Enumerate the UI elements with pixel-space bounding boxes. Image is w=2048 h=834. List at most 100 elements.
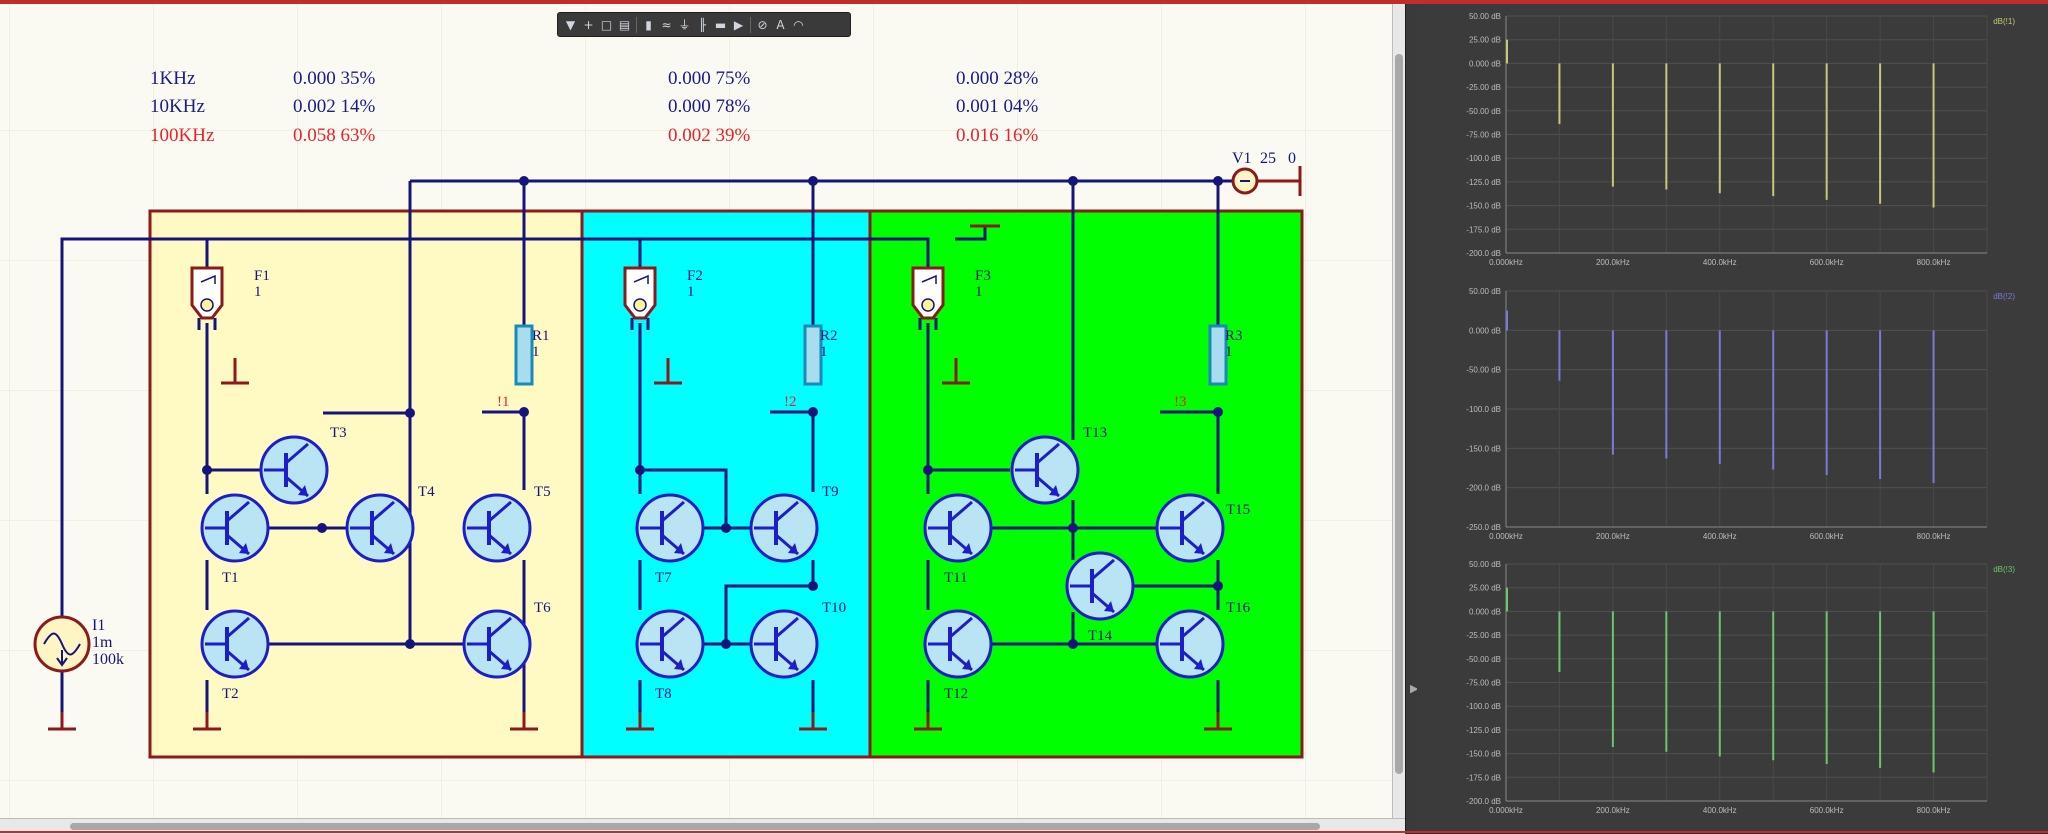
transistor-label-t13: T13: [1083, 425, 1107, 441]
transistor-t5[interactable]: T5: [462, 484, 551, 563]
select-rect-icon[interactable]: □: [600, 17, 613, 32]
voltage-source-v1[interactable]: [1231, 166, 1302, 196]
vertical-scroll-thumb[interactable]: [1395, 54, 1403, 774]
y-tick-label: -200.0 dB: [1466, 249, 1501, 258]
transistor-label-t2: T2: [222, 686, 239, 702]
meas-freq-1k: 1KHz: [150, 68, 195, 89]
arc-icon[interactable]: ◠: [793, 17, 804, 32]
current-source-i1[interactable]: [33, 615, 91, 673]
y-tick-label: -175.0 dB: [1466, 773, 1501, 782]
transistor-t13[interactable]: T13: [1010, 425, 1107, 505]
horizontal-scroll-thumb[interactable]: [70, 823, 1320, 830]
transistor-label-t10: T10: [822, 600, 846, 616]
junctions: [202, 176, 1223, 649]
x-tick-label: 400.0kHz: [1703, 532, 1737, 541]
transistor-t8[interactable]: T8: [635, 609, 705, 702]
horizontal-scrollbar[interactable]: [0, 818, 1405, 834]
fuse-1[interactable]: [190, 266, 224, 330]
transistor-t4[interactable]: T4: [345, 484, 435, 563]
align-icon[interactable]: ▤: [618, 17, 631, 32]
transistor-t7[interactable]: T7: [635, 493, 705, 586]
fuse-ref-f3: F3: [975, 268, 991, 284]
i1-ref: I1: [92, 617, 105, 634]
vertical-scrollbar[interactable]: [1392, 4, 1406, 818]
y-tick-label: 0.000 dB: [1469, 59, 1501, 68]
y-tick-label: -125.0 dB: [1466, 178, 1501, 187]
x-tick-label: 600.0kHz: [1810, 532, 1844, 541]
transistor-t9[interactable]: T9: [749, 484, 839, 563]
y-tick-label: -175.0 dB: [1466, 225, 1501, 234]
transistor-t3[interactable]: T3: [259, 425, 347, 505]
resistor-ref-r1: R1: [532, 328, 550, 344]
measurement-table: 1KHz 0.000 35% 0.000 75% 0.000 28% 10KHz…: [150, 68, 1039, 146]
resistor-1[interactable]: [514, 324, 534, 386]
trace-legend: dB(!3): [1993, 565, 2015, 574]
resistor-3[interactable]: [1208, 324, 1228, 386]
sheet-icon[interactable]: ▬: [714, 17, 727, 32]
ground-leads: [60, 670, 1220, 712]
fuse-3[interactable]: [911, 266, 945, 330]
y-tick-label: 0.000 dB: [1469, 607, 1501, 616]
probe-label-2: !2: [784, 394, 797, 410]
v1-ref: V1: [1232, 150, 1252, 167]
transistor-t6[interactable]: T6: [462, 600, 551, 679]
meas-10k-c2: 0.000 78%: [668, 96, 751, 117]
x-tick-label: 400.0kHz: [1703, 258, 1737, 267]
floating-toolbar: ▼ + □ ▤ ▮ ≈ ⏚ ╟ ▬ ▶ ⊘ A ◠: [557, 12, 851, 37]
y-tick-label: -150.0 dB: [1466, 202, 1501, 211]
window-bottom-border: [0, 831, 2048, 833]
transistor-t2[interactable]: T2: [200, 609, 270, 702]
add-icon[interactable]: +: [583, 17, 594, 32]
y-tick-label: -50.00 dB: [1466, 655, 1501, 664]
probe-label-3: !3: [1174, 394, 1187, 410]
trace-legend: dB(!1): [1993, 17, 2015, 26]
transistor-t14[interactable]: T14: [1065, 551, 1135, 644]
meas-100k-c3: 0.016 16%: [956, 125, 1039, 146]
ground-icon[interactable]: ⏚: [678, 18, 691, 32]
window-top-border: [0, 0, 2048, 4]
trace-legend: dB(!2): [1993, 292, 2015, 301]
y-tick-label: 25.00 dB: [1469, 36, 1501, 45]
wire-icon[interactable]: ≈: [661, 17, 672, 32]
transistor-t12[interactable]: T12: [923, 609, 993, 702]
transistor-t16[interactable]: T16: [1155, 600, 1251, 679]
y-tick-label: -250.0 dB: [1466, 523, 1501, 532]
source-icon[interactable]: ⊘: [757, 17, 768, 32]
meas-10k-c1: 0.002 14%: [293, 96, 376, 117]
text-icon[interactable]: A: [776, 17, 785, 32]
transistor-label-t14: T14: [1088, 628, 1113, 644]
y-tick-label: 50.00 dB: [1469, 560, 1501, 569]
fuse-ref-f1: F1: [254, 268, 270, 284]
y-tick-label: -75.00 dB: [1466, 679, 1501, 688]
y-tick-label: 25.00 dB: [1469, 584, 1501, 593]
fuse-2[interactable]: [623, 266, 657, 330]
resistor-ref-r3: R3: [1225, 328, 1243, 344]
port-icon[interactable]: ▶: [733, 17, 744, 32]
transistor-t11[interactable]: T11: [923, 493, 993, 586]
resistor-2[interactable]: [803, 324, 823, 386]
transistor-t15[interactable]: T15: [1155, 493, 1250, 563]
y-tick-label: -150.0 dB: [1466, 750, 1501, 759]
part-icon[interactable]: ▮: [645, 17, 652, 32]
collapse-arrow-icon[interactable]: ▶: [1410, 683, 1419, 695]
transistor-t1[interactable]: T1: [200, 493, 270, 586]
probe-label-1: !1: [497, 394, 510, 410]
transistor-label-t12: T12: [944, 686, 968, 702]
meas-freq-10k: 10KHz: [150, 96, 205, 117]
x-tick-label: 200.0kHz: [1596, 258, 1630, 267]
transistor-label-t5: T5: [534, 484, 551, 500]
y-tick-label: -150.0 dB: [1466, 444, 1501, 453]
bus-icon[interactable]: ╟: [698, 17, 707, 32]
transistor-t10[interactable]: T10: [749, 600, 846, 679]
schematic-drawing[interactable]: T1T2T3T4T5T6T7T8T9T10T11T12T13T14T15T16 …: [0, 4, 1392, 818]
x-tick-label: 800.0kHz: [1917, 258, 1951, 267]
meas-1k-c1: 0.000 35%: [293, 68, 376, 89]
x-tick-label: 600.0kHz: [1810, 258, 1844, 267]
filter-icon[interactable]: ▼: [565, 17, 576, 32]
toolbar-separator: [636, 16, 637, 33]
transistor-label-t11: T11: [944, 570, 968, 586]
y-tick-label: -75.00 dB: [1466, 131, 1501, 140]
